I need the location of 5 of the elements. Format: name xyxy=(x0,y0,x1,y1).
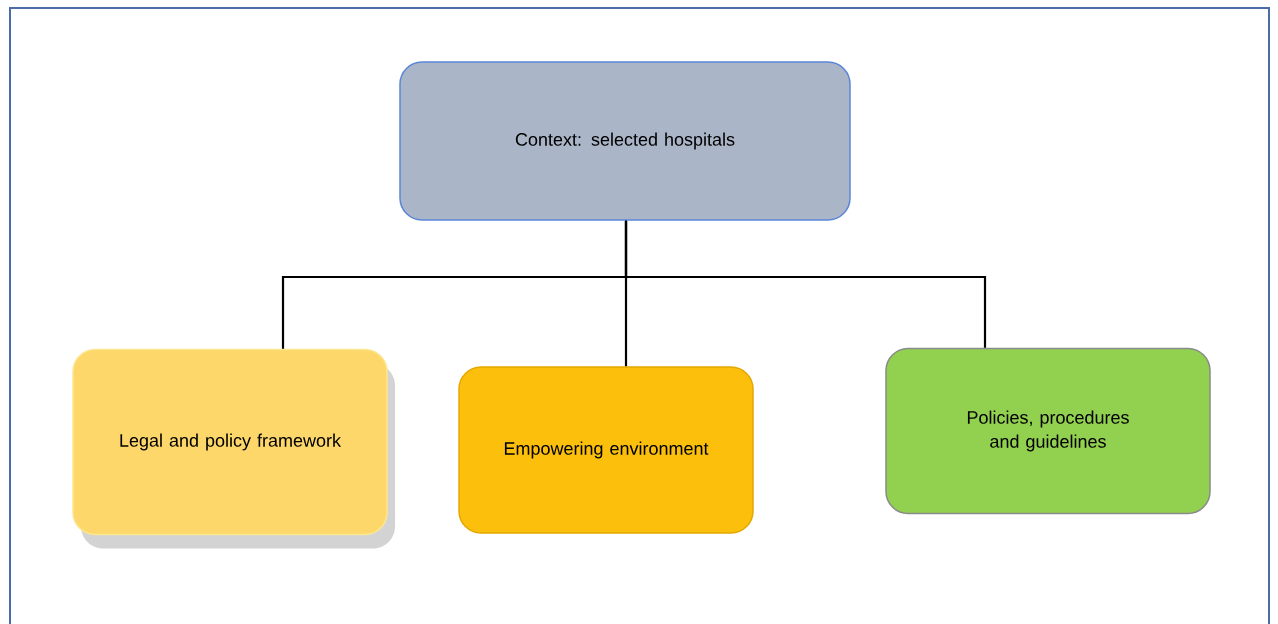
rounded-box: Empowering environment xyxy=(458,366,754,534)
connector-line xyxy=(624,220,987,348)
rounded-box: Policies, procedures and guidelines xyxy=(885,347,1211,515)
rounded-box: Context: selected hospitals xyxy=(399,61,851,221)
rounded-box: Legal and policy framework xyxy=(72,348,395,549)
